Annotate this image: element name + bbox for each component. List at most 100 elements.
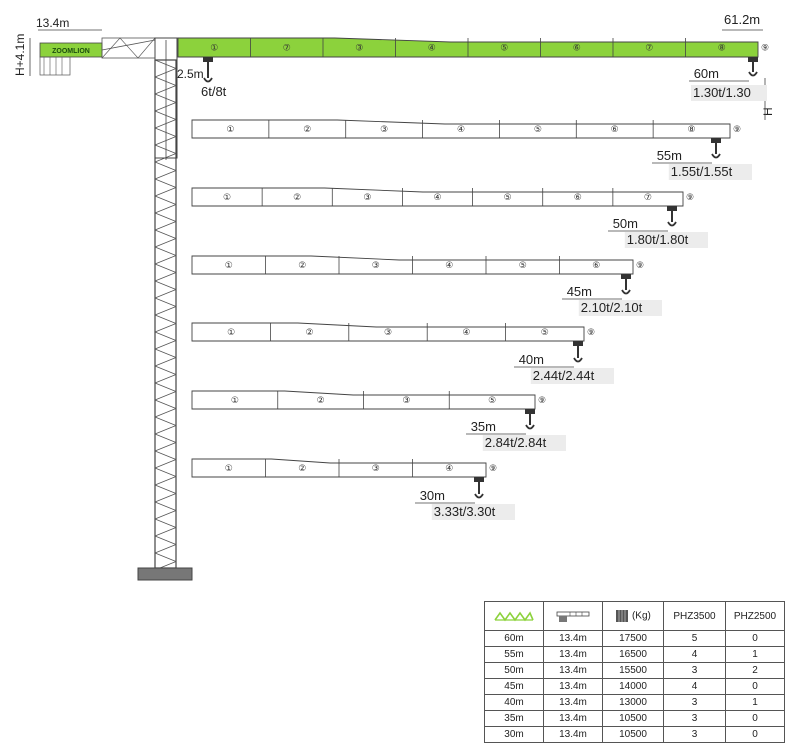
table-cell: 3: [663, 694, 726, 711]
jib-section-number: ⑤: [500, 44, 508, 54]
counter-jib-header: [543, 601, 603, 631]
jib-section-number: ③: [363, 193, 371, 203]
kg-unit: (Kg): [631, 610, 651, 622]
jib-section-number: ③: [355, 44, 363, 54]
table-cell: 3: [663, 710, 726, 727]
jib-section-number: ⑥: [592, 261, 600, 271]
table-header-row: (Kg) PHZ3500 PHZ2500: [484, 601, 785, 631]
table-cell: 1: [725, 646, 785, 663]
table-cell: 5: [663, 630, 726, 647]
jib-section-number: ①: [225, 464, 233, 474]
radius-label: 35m: [471, 419, 496, 434]
brand-label: ZOOMLION: [52, 48, 90, 55]
jib-section-number: ①: [226, 125, 234, 135]
jib-section-number: ①: [210, 44, 218, 54]
jib-section-number: ⑦: [644, 193, 652, 203]
jib-tip-number: ⑨: [587, 328, 595, 338]
jib-section-number: ⑤: [504, 193, 512, 203]
tip-load-label: 1.80t/1.80t: [627, 232, 689, 247]
jib-section-number: ①: [231, 396, 239, 406]
radius-label: 45m: [567, 284, 592, 299]
phz2500-header: PHZ2500: [725, 601, 785, 631]
load-label-background: [530, 368, 614, 384]
jib-tip-number: ⑨: [761, 44, 769, 54]
height-offset-label: H+4.1m: [13, 34, 27, 76]
table-cell: 0: [725, 678, 785, 695]
tower-base: [137, 567, 193, 581]
table-cell: 10500: [602, 710, 664, 727]
jib-section-number: ②: [317, 396, 325, 406]
table-cell: 14000: [602, 678, 664, 695]
table-cell: 3: [663, 662, 726, 679]
phz3500-header: PHZ3500: [663, 601, 726, 631]
table-cell: 10500: [602, 726, 664, 743]
load-label-background: [578, 300, 662, 316]
jib-tip-number: ⑨: [538, 396, 546, 406]
table-cell: 13.4m: [543, 710, 603, 727]
jib-section-number: ⑤: [519, 261, 527, 271]
max-jib-length: 61.2m: [724, 12, 760, 27]
table-cell: 13000: [602, 694, 664, 711]
min-radius-label: 2.5m: [177, 67, 204, 81]
radius-label: 30m: [420, 488, 445, 503]
table-cell: 17500: [602, 630, 664, 647]
jib-section-number: ⑥: [574, 193, 582, 203]
table-cell: 3: [663, 726, 726, 743]
counterweight-header: (Kg): [602, 601, 664, 631]
jib-section-number: ①: [225, 261, 233, 271]
jib-section-number: ④: [445, 464, 453, 474]
counterweight-icon: [616, 610, 629, 622]
jib-section-number: ③: [372, 464, 380, 474]
table-cell: 0: [725, 726, 785, 743]
jib-section-number: ④: [433, 193, 441, 203]
radius-label: 60m: [694, 66, 719, 81]
table-cell: 55m: [484, 646, 544, 663]
table-cell: 2: [725, 662, 785, 679]
jib-section-number: ②: [293, 193, 301, 203]
table-cell: 40m: [484, 694, 544, 711]
jib-section-number: ②: [303, 125, 311, 135]
table-cell: 13.4m: [543, 630, 603, 647]
table-cell: 30m: [484, 726, 544, 743]
table-cell: 45m: [484, 678, 544, 695]
tip-load-label: 1.30t/1.30: [693, 85, 751, 100]
jib-section-number: ②: [306, 328, 314, 338]
jib-section-number: ④: [457, 125, 465, 135]
jib-body: [191, 119, 731, 139]
counter-jib-icon: [556, 611, 590, 622]
table-cell: 16500: [602, 646, 664, 663]
jib-length-header: [484, 601, 544, 631]
table-cell: 13.4m: [543, 694, 603, 711]
jib-tip-number: ⑨: [686, 193, 694, 203]
jib-section-number: ②: [298, 261, 306, 271]
load-label-background: [431, 504, 515, 520]
jib-section-number: ⑥: [611, 125, 619, 135]
jib-tip-number: ⑨: [489, 464, 497, 474]
max-load-label: 6t/8t: [201, 84, 227, 99]
jib-section-number: ⑤: [541, 328, 549, 338]
table-cell: 4: [663, 678, 726, 695]
tip-load-label: 2.10t/2.10t: [581, 300, 643, 315]
jib-section-number: ⑦: [283, 44, 291, 54]
hook-icon: [474, 477, 484, 499]
load-label-background: [624, 232, 708, 248]
table-cell: 35m: [484, 710, 544, 727]
load-label-background: [482, 435, 566, 451]
counter-jib-length: 13.4m: [36, 16, 69, 30]
table-cell: 13.4m: [543, 646, 603, 663]
table-cell: 13.4m: [543, 726, 603, 743]
jib-section-number: ③: [402, 396, 410, 406]
hook-icon: [573, 341, 583, 363]
table-cell: 50m: [484, 662, 544, 679]
jib-section-number: ⑧: [688, 125, 696, 135]
tip-load-label: 1.55t/1.55t: [671, 164, 733, 179]
table-cell: 1: [725, 694, 785, 711]
table-cell: 15500: [602, 662, 664, 679]
